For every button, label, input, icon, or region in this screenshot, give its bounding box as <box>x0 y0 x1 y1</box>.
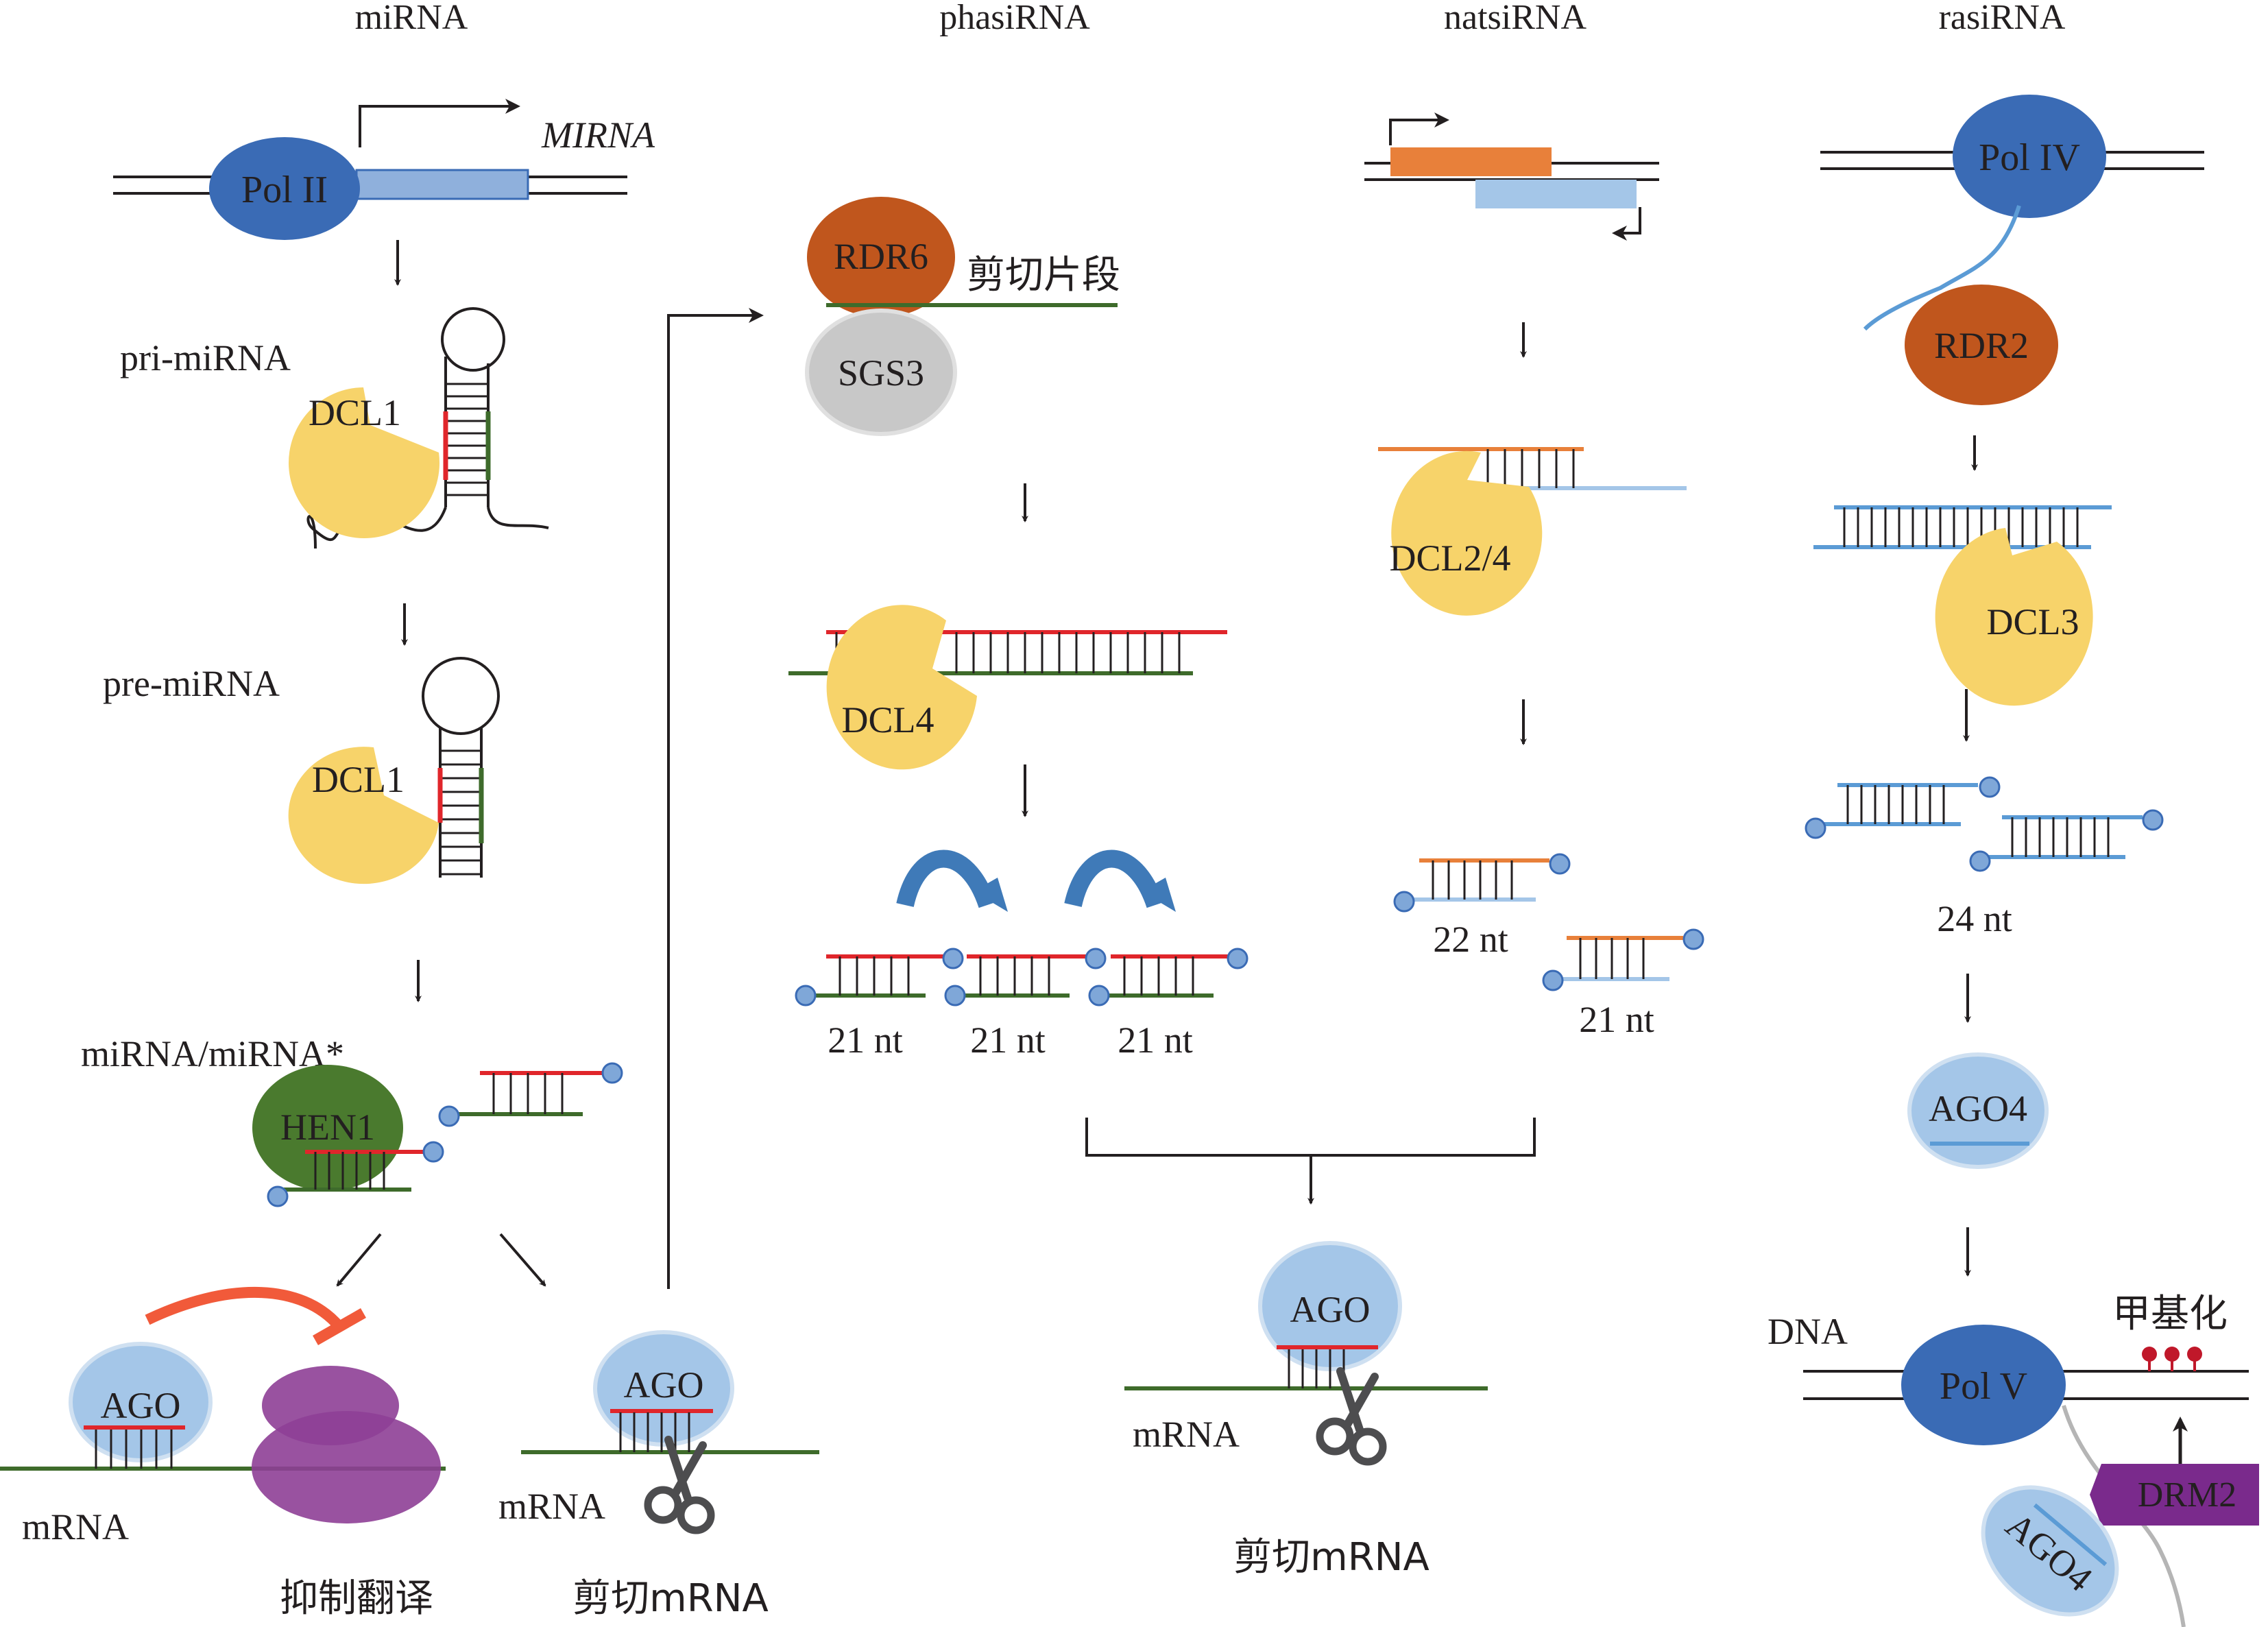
inhibition-bar <box>313 1308 366 1345</box>
dcl24-label: DCL2/4 <box>1389 538 1510 579</box>
dcl24-enzyme <box>1391 450 1543 616</box>
column-title-natsirna: natsiRNA <box>1444 0 1587 37</box>
pol-iv-label: Pol IV <box>1979 136 2080 179</box>
mrna-label-right: mRNA <box>498 1486 605 1527</box>
sgs3-protein <box>805 309 957 436</box>
dcl1-label-b: DCL1 <box>312 759 405 800</box>
pol-iv-transcript <box>1863 205 2021 331</box>
rasirna-pol4-complex <box>1820 95 2204 405</box>
rdr2-enzyme <box>1905 285 2058 405</box>
pol-v-transcript <box>2062 1405 2186 1627</box>
ago-label-shared: AGO <box>1290 1289 1371 1330</box>
natsi-22nt-label: 22 nt <box>1433 919 1508 960</box>
phasi-nt-label-3: 21 nt <box>1118 1020 1193 1061</box>
dcl4-enzyme <box>826 605 977 770</box>
rasi-24nt-label: 24 nt <box>1937 898 2012 939</box>
column-title-phasirna: phasiRNA <box>939 0 1090 37</box>
pri-mirna-hairpin <box>306 307 549 549</box>
dna-label: DNA <box>1768 1311 1848 1352</box>
drm2-label: DRM2 <box>2138 1475 2236 1515</box>
methylation-label: 甲基化 <box>2112 1292 2228 1336</box>
mirna-duplex-on-hen1 <box>267 1141 444 1207</box>
sgs3-label: SGS3 <box>838 352 924 394</box>
phasing-arc-2 <box>1064 849 1164 908</box>
dcl3-enzyme <box>1935 528 2093 706</box>
pol-ii-enzyme <box>209 137 360 240</box>
phasi-nt-label-1: 21 nt <box>828 1020 903 1061</box>
pol-v-enzyme <box>1901 1325 2066 1445</box>
dcl3-label: DCL3 <box>1987 601 2079 642</box>
ago4-bound-group: AGO4 <box>1981 1485 2119 1617</box>
transcription-start-arrow <box>359 99 520 147</box>
dcl4-label: DCL4 <box>842 699 934 740</box>
duplex-label: miRNA/miRNA* <box>81 1033 344 1074</box>
rdr2-label: RDR2 <box>1934 325 2029 366</box>
ribosome-large-subunit <box>252 1411 441 1523</box>
antisense-gene-bar <box>1475 180 1637 208</box>
repress-label: 抑制翻译 <box>280 1576 433 1621</box>
column-title-rasirna: rasiRNA <box>1939 0 2066 37</box>
pre-mirna-label: pre-miRNA <box>103 663 280 704</box>
dcl1-enzyme-b <box>288 747 439 884</box>
phasi-nt-label-2: 21 nt <box>970 1020 1046 1061</box>
rasirna-24nt-duplex-2 <box>1969 809 2164 872</box>
mirna-gene-bar <box>355 169 529 200</box>
ago-label-left: AGO <box>101 1385 181 1426</box>
natsirna-overlapping-genes <box>1364 112 1659 241</box>
dcl1-enzyme-a <box>289 387 440 538</box>
arrow-to-phasirna <box>667 308 764 1289</box>
drm2-protein <box>2090 1464 2259 1526</box>
natsirna-21nt-duplex <box>1542 928 1704 991</box>
phasirna-duplex-3 <box>1088 948 1248 1007</box>
phasirna-duplex-1 <box>795 948 964 1007</box>
pol-v-label: Pol V <box>1940 1365 2027 1408</box>
pol-iv-enzyme <box>1953 95 2106 218</box>
mirna-transcription: Pol II MIRNA <box>113 99 655 240</box>
ago4-label: AGO4 <box>1929 1088 2027 1129</box>
pre-mirna-hairpin <box>422 657 500 878</box>
ago4-protein <box>1907 1052 2049 1169</box>
merge-bracket <box>1085 1118 1536 1157</box>
column-title-mirna: miRNA <box>355 0 468 37</box>
arrow-to-repress <box>336 1233 382 1287</box>
dcl1-label-a: DCL1 <box>309 392 401 433</box>
phasing-arc-1 <box>896 849 996 908</box>
mirna-duplex-free <box>438 1062 623 1127</box>
hen1-label: HEN1 <box>280 1107 375 1148</box>
ago4-bound-protein <box>1981 1485 2119 1617</box>
natsirna-22nt-duplex <box>1393 853 1571 913</box>
sense-gene-bar <box>1390 147 1552 176</box>
inhibition-arc <box>145 1287 344 1331</box>
hen1-protein <box>252 1065 403 1191</box>
cleave-label-shared: 剪切mRNA <box>1233 1535 1429 1580</box>
fragment-label: 剪切片段 <box>967 253 1120 298</box>
phasirna-duplex-2 <box>944 948 1107 1007</box>
mrna-label-shared: mRNA <box>1133 1414 1240 1455</box>
mirna-gene-label: MIRNA <box>541 115 655 156</box>
ago-protein-right <box>593 1330 734 1447</box>
pol-ii-label: Pol II <box>241 169 328 211</box>
arrow-to-cleave <box>499 1233 546 1287</box>
pri-mirna-label: pri-miRNA <box>120 337 291 378</box>
natsirna-dsrna <box>1378 447 1687 490</box>
rasirna-dsrna <box>1813 505 2112 549</box>
mrna-label-left: mRNA <box>22 1506 129 1547</box>
rdr6-enzyme <box>807 197 955 317</box>
ago-label-right: AGO <box>624 1364 704 1406</box>
cleave-label: 剪切mRNA <box>572 1576 769 1621</box>
rasirna-24nt-duplex-1 <box>1805 776 2001 839</box>
methylation-marks <box>2142 1347 2202 1371</box>
rdr6-label: RDR6 <box>834 236 928 277</box>
natsi-21nt-label: 21 nt <box>1579 999 1654 1040</box>
